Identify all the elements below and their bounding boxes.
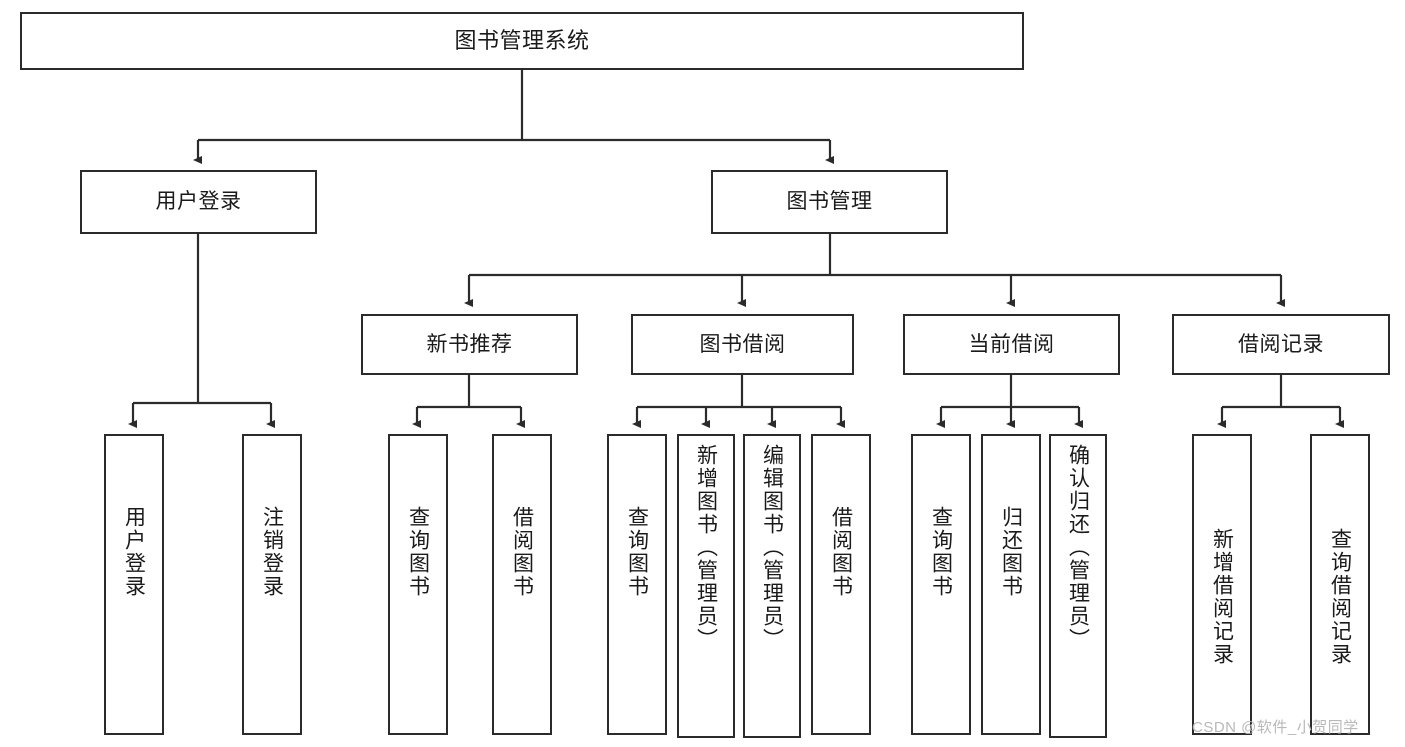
node-label: 用户登录	[155, 190, 242, 214]
leaf-record-query-borrow-record[interactable]: 查询借阅记录	[1310, 434, 1370, 735]
leaf-book-borrow-borrow-books[interactable]: 借阅图书	[811, 434, 871, 735]
leaf-new-book-query-books[interactable]: 查询图书	[388, 434, 448, 735]
node-label: 借阅图书	[510, 506, 534, 598]
node-new-book-recommendation[interactable]: 新书推荐	[361, 314, 578, 375]
node-user-login[interactable]: 用户登录	[80, 170, 317, 234]
node-label: 借阅图书	[829, 506, 853, 598]
node-label: 编辑图书（管理员）	[760, 444, 784, 651]
node-label: 图书管理	[786, 190, 873, 214]
leaf-book-borrow-edit-book-admin[interactable]: 编辑图书（管理员）	[743, 434, 801, 738]
leaf-current-borrow-query-books[interactable]: 查询图书	[911, 434, 971, 735]
leaf-new-book-borrow-books[interactable]: 借阅图书	[492, 434, 552, 735]
node-label: 用户登录	[122, 506, 146, 598]
leaf-record-add-borrow-record[interactable]: 新增借阅记录	[1192, 434, 1252, 735]
node-label: 查询借阅记录	[1328, 528, 1352, 666]
leaf-current-borrow-confirm-return-admin[interactable]: 确认归还（管理员）	[1049, 434, 1107, 738]
node-label: 查询图书	[406, 506, 430, 598]
node-book-management[interactable]: 图书管理	[711, 170, 948, 234]
node-current-borrowing[interactable]: 当前借阅	[903, 314, 1120, 375]
node-label: 查询图书	[929, 506, 953, 598]
node-book-borrowing[interactable]: 图书借阅	[631, 314, 854, 375]
node-label: 图书借阅	[699, 332, 786, 356]
node-label: 图书管理系统	[454, 27, 590, 53]
leaf-book-borrow-add-book-admin[interactable]: 新增图书（管理员）	[677, 434, 735, 738]
node-label: 借阅记录	[1238, 332, 1324, 356]
node-label: 查询图书	[625, 506, 649, 598]
node-label: 新增借阅记录	[1210, 528, 1234, 666]
node-label: 当前借阅	[968, 332, 1055, 356]
node-root-library-management-system[interactable]: 图书管理系统	[20, 12, 1024, 70]
csdn-watermark: CSDN @软件_小贺同学	[1192, 719, 1359, 736]
leaf-book-borrow-query-books[interactable]: 查询图书	[607, 434, 667, 735]
leaf-user-login-login[interactable]: 用户登录	[104, 434, 164, 735]
node-label: 确认归还（管理员）	[1066, 444, 1090, 651]
node-label: 新书推荐	[426, 332, 513, 356]
node-label: 注销登录	[260, 506, 284, 598]
node-label: 新增图书（管理员）	[694, 444, 718, 651]
leaf-current-borrow-return-books[interactable]: 归还图书	[981, 434, 1041, 735]
leaf-user-login-logout[interactable]: 注销登录	[242, 434, 302, 735]
node-borrowing-records[interactable]: 借阅记录	[1172, 314, 1390, 375]
node-label: 归还图书	[999, 506, 1023, 598]
